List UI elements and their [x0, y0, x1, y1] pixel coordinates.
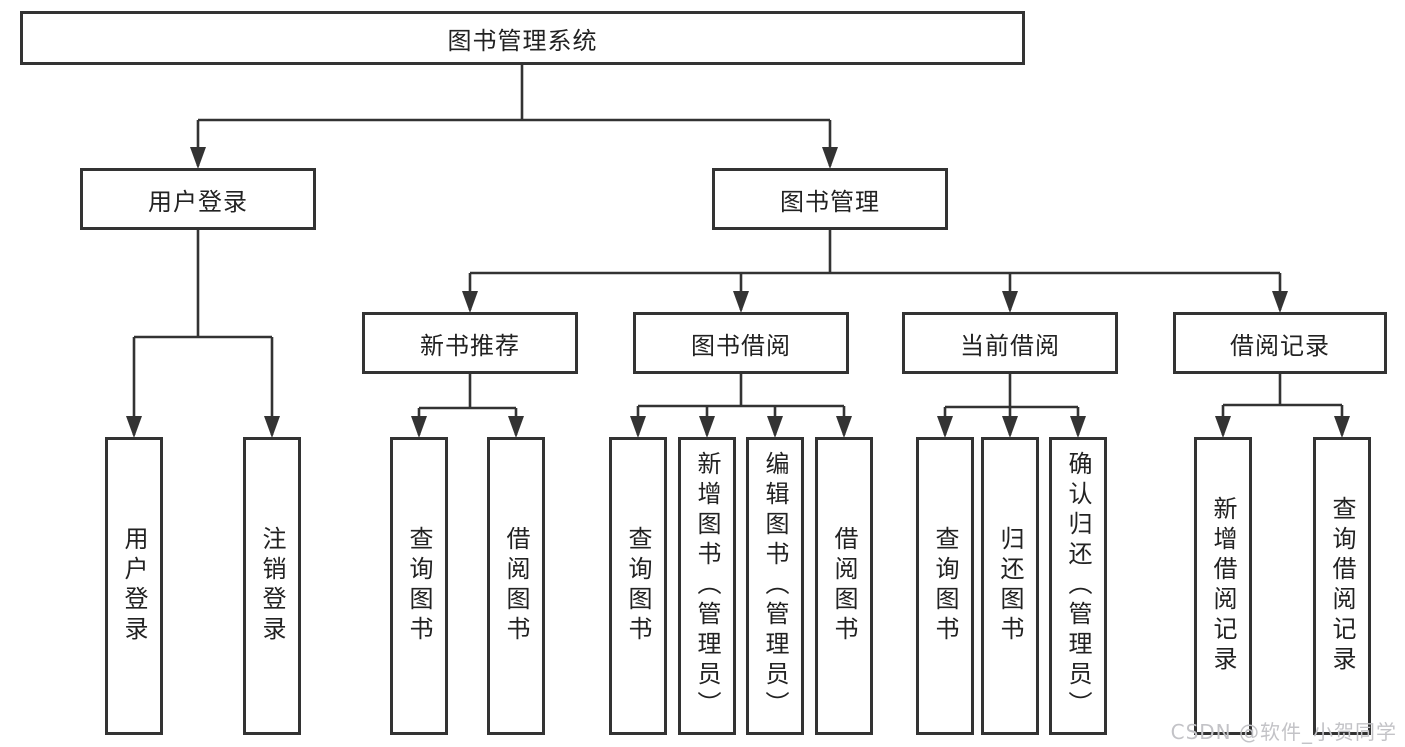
node-root: 图书管理系统: [20, 11, 1025, 65]
node-borrow-records: 借阅记录: [1173, 312, 1387, 374]
leaf-edit-book-admin: 编辑图书（管理员）: [746, 437, 804, 735]
node-new-book-recommend: 新书推荐: [362, 312, 578, 374]
leaf-confirm-return-admin: 确认归还（管理员）: [1049, 437, 1107, 735]
csdn-watermark: CSDN @软件_小贺同学: [1170, 720, 1397, 744]
node-book-borrow: 图书借阅: [633, 312, 849, 374]
leaf-query-book-current: 查询图书: [916, 437, 974, 735]
leaf-borrow-book-recommend: 借阅图书: [487, 437, 545, 735]
leaf-logout: 注销登录: [243, 437, 301, 735]
leaf-add-borrow-record: 新增借阅记录: [1194, 437, 1252, 735]
leaf-query-book-recommend: 查询图书: [390, 437, 448, 735]
leaf-user-login: 用户登录: [105, 437, 163, 735]
leaf-query-borrow-record: 查询借阅记录: [1313, 437, 1371, 735]
leaf-add-book-admin: 新增图书（管理员）: [678, 437, 736, 735]
leaf-borrow-book: 借阅图书: [815, 437, 873, 735]
node-current-borrow: 当前借阅: [902, 312, 1118, 374]
leaf-query-book-borrow: 查询图书: [609, 437, 667, 735]
node-user-login: 用户登录: [80, 168, 316, 230]
arrowhead-icons: [126, 147, 1350, 438]
leaf-return-book: 归还图书: [981, 437, 1039, 735]
node-book-management: 图书管理: [712, 168, 948, 230]
